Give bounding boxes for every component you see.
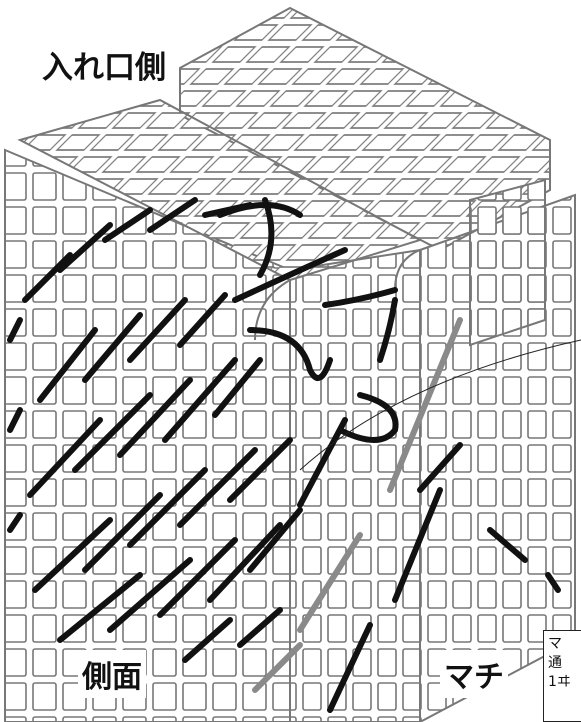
label-side-panel: 側面	[78, 650, 146, 698]
stitch	[7, 317, 23, 343]
stitch	[57, 222, 113, 273]
stitch-curve	[337, 392, 399, 443]
stitch	[32, 517, 113, 593]
stitch	[392, 487, 443, 603]
stitch	[82, 492, 163, 573]
stitch	[177, 447, 258, 528]
stitch	[247, 507, 303, 573]
stitch	[127, 297, 188, 363]
stitch	[102, 207, 153, 243]
label-gusset: マチ	[440, 650, 508, 698]
stitch	[27, 417, 103, 498]
stitch	[22, 252, 73, 303]
stitch	[107, 557, 193, 633]
stitch	[252, 642, 303, 693]
stitch	[327, 622, 373, 713]
stitch	[147, 197, 198, 233]
stitch	[127, 467, 208, 548]
note-box: マ 通 1ヰ	[543, 630, 581, 722]
stitch	[117, 377, 193, 458]
stitch	[237, 607, 283, 648]
stitch-curve	[322, 287, 398, 308]
stitch	[162, 357, 238, 443]
stitch	[7, 407, 23, 433]
stitch	[487, 527, 528, 563]
stitch	[207, 522, 283, 603]
stitch	[212, 357, 263, 418]
stitch	[157, 537, 238, 618]
stitch	[82, 312, 143, 383]
stitch	[417, 442, 463, 493]
stitch	[227, 437, 293, 503]
stitch-lines	[7, 197, 561, 713]
note-line-1: マ	[548, 636, 562, 652]
stitch	[387, 317, 463, 493]
stitch	[57, 572, 143, 643]
stitch	[297, 417, 348, 508]
stitch-curve	[257, 197, 275, 278]
stitch	[177, 292, 228, 348]
stitch	[37, 327, 98, 403]
top-panel	[17, 98, 423, 282]
note-line-2: 通	[548, 655, 562, 671]
stitch	[297, 532, 363, 633]
stitch	[545, 572, 561, 593]
stitch	[182, 617, 233, 663]
stitch	[7, 512, 23, 533]
stitch-curve	[232, 247, 348, 303]
stitch-curve	[377, 297, 398, 363]
label-opening-side: 入れ口側	[38, 40, 170, 89]
stitch	[72, 392, 153, 473]
note-line-3: 1ヰ	[548, 674, 571, 690]
stitch-curve	[247, 327, 333, 381]
leader-line	[299, 339, 581, 471]
side-panel	[4, 148, 421, 722]
